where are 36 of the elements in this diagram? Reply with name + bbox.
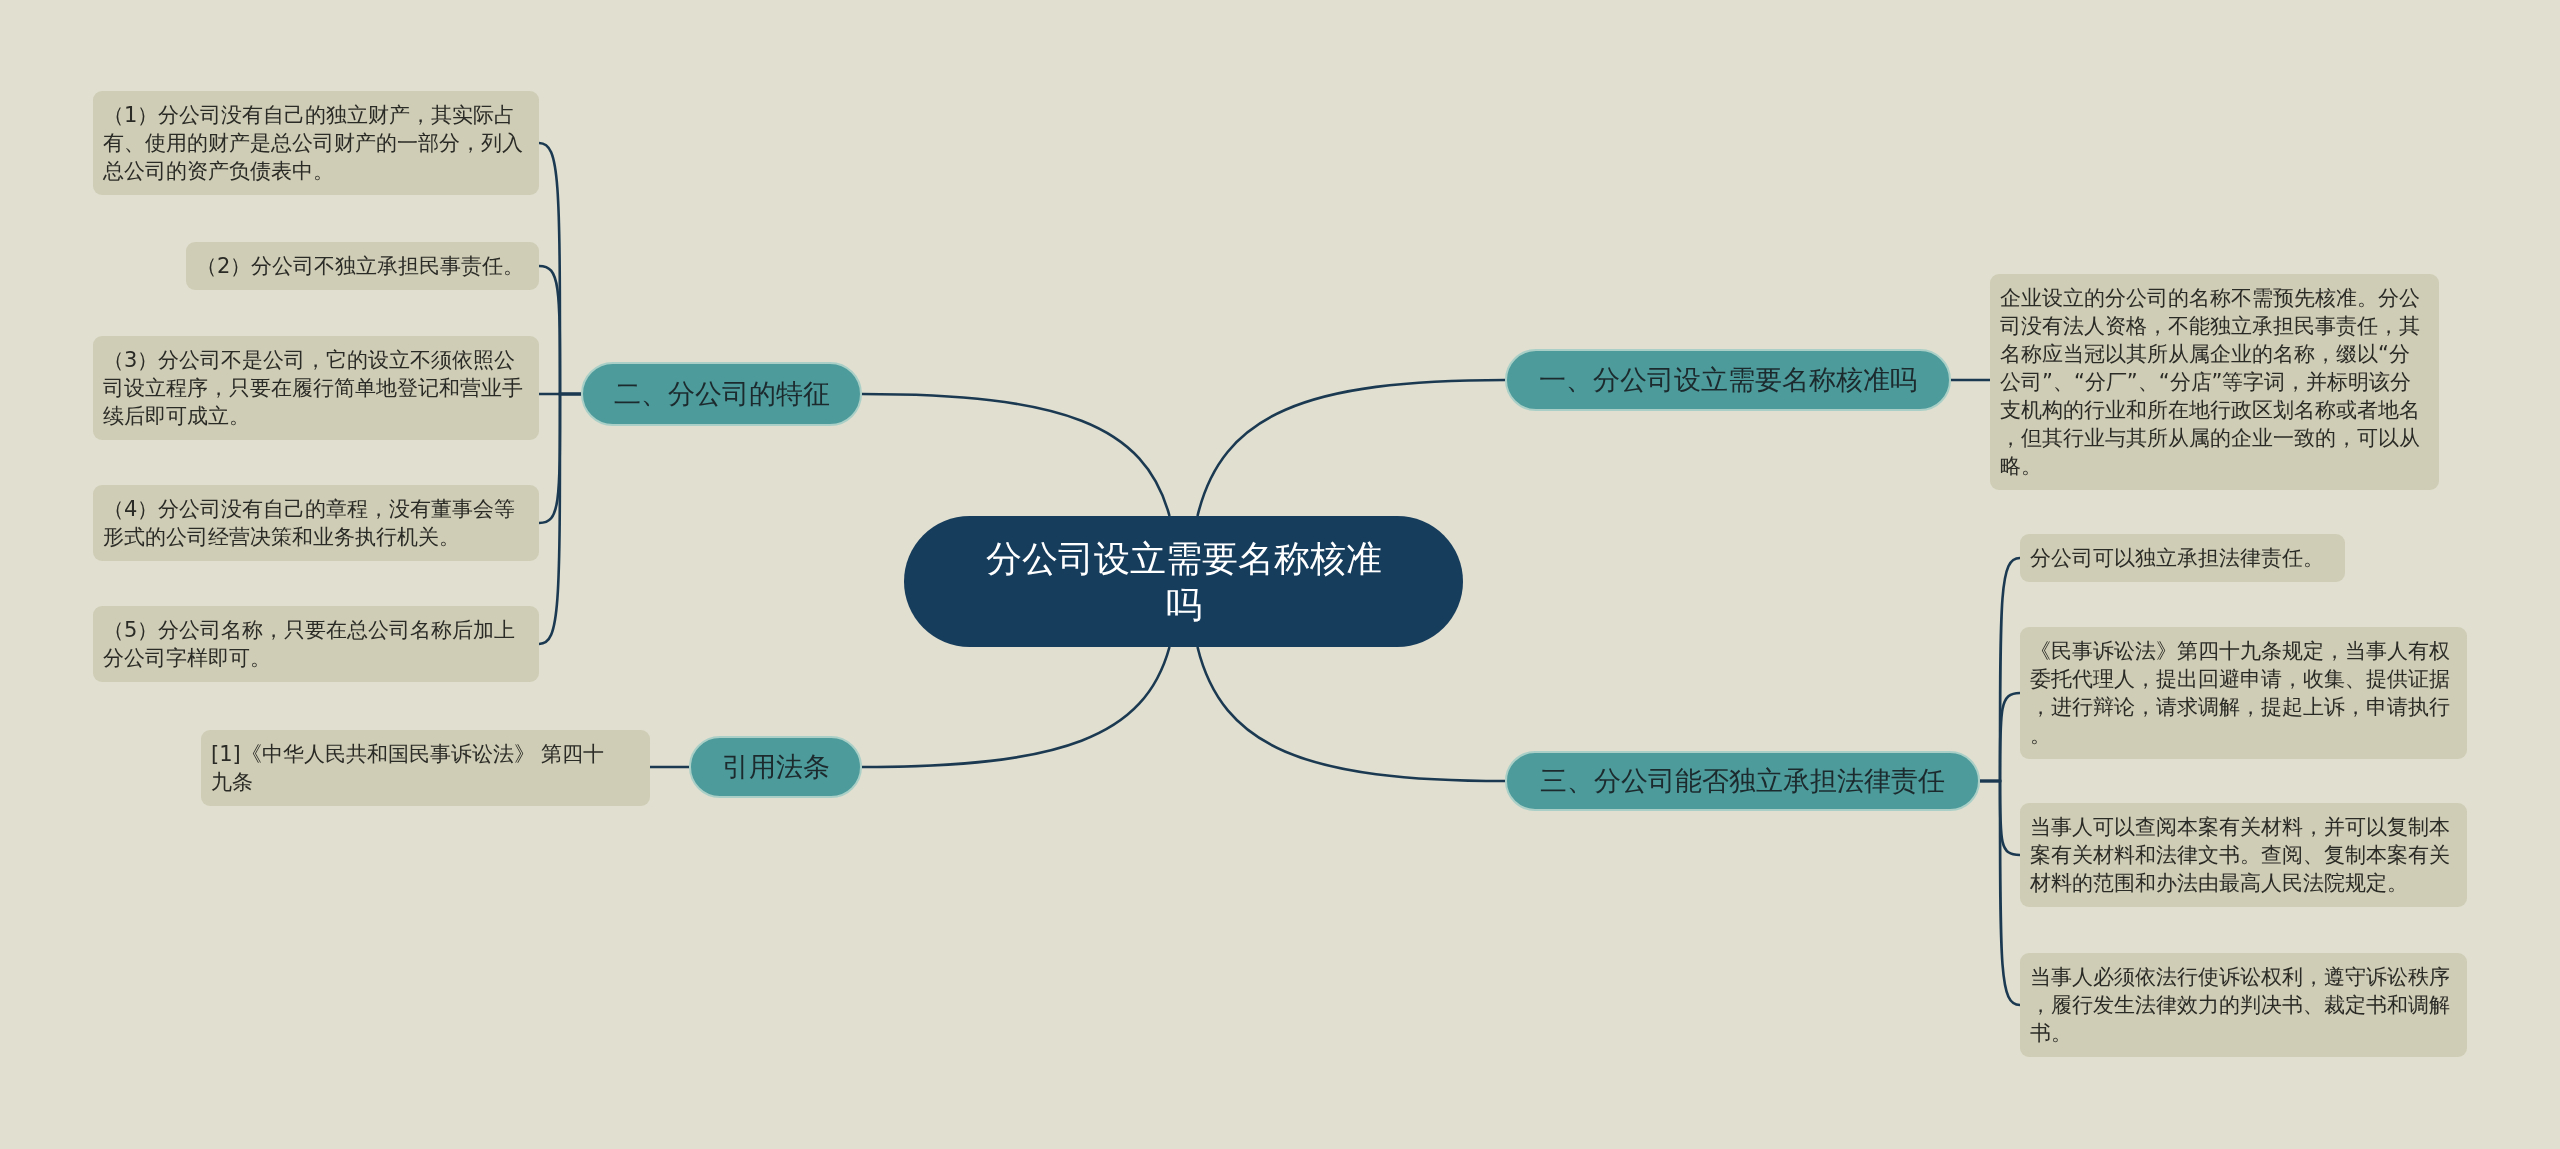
note-text: （2）分公司不独立承担民事责任。 [196,253,526,280]
branch-topic-text: 二、分公司的特征 [613,377,830,411]
note-text: [1]《中华人民共和国民事诉讼法》 第四十九条 [211,741,606,796]
note-text: （5）分公司名称，只要在总公司名称后加上分公司字样即可。 [103,617,517,672]
connector-line [862,646,1171,769]
note-text: 分公司可以独立承担法律责任。 [2030,545,2325,572]
note-card [93,485,539,561]
connector-line [1951,378,1990,382]
note-card [2020,534,2345,582]
connector-line [1196,646,1506,783]
note-text: （1）分公司没有自己的独立财产，其实际占有、使用的财产是总公司财产的一部分，列入总公司的资产负债表中。 [103,102,524,185]
note-card [186,242,539,290]
note-text: （3）分公司不是公司，它的设立不须依照公司设立程序，只要在履行简单地登记和营业手续后即可成立。 [103,347,524,430]
note-card [93,91,539,195]
note-text: 当事人可以查阅本案有关材料，并可以复制本案有关材料和法律文书。查阅、复制本案有关材料的范围和办法由最高人民法院规定。 [2030,814,2451,897]
note-text: 企业设立的分公司的名称不需预先核准。分公司没有法人资格，不能独立承担民事责任，其名称应当冠以其所从属企业的名称，缀以“分公司”、“分厂”、“分店”等字词，并标明该分支机构的行业和所在地行政区划名称或者地名，但其行业与其所从属的企业一致的，可以从略。 [2000,285,2421,480]
note-text: 当事人必须依法行使诉讼权利，遵守诉讼秩序，履行发生法律效力的判决书、裁定书和调解书。 [2030,964,2451,1047]
branch-topic-text: 三、分公司能否独立承担法律责任 [1540,764,1945,798]
connector-line [1980,779,2021,1007]
note-card [93,606,539,682]
branch-topic-text: 引用法条 [721,750,830,784]
note-card [201,730,650,806]
central-topic-text: 分公司设立需要名称核准吗 [984,536,1383,627]
note-card [1990,274,2439,490]
note-card [93,336,539,440]
note-card [2020,627,2467,759]
note-card [2020,803,2467,907]
connector-line [862,392,1171,517]
branch-topic-text: 一、分公司设立需要名称核准吗 [1539,363,1917,397]
note-text: 《民事诉讼法》第四十九条规定，当事人有权委托代理人，提出回避申请，收集、提供证据，进行辩论，请求调解，提起上诉，申请执行。 [2030,638,2451,749]
note-card [2020,953,2467,1057]
connector-line [1196,378,1506,517]
connector-line [538,392,581,646]
connector-line [650,765,689,769]
note-text: （4）分公司没有自己的章程，没有董事会等形式的公司经营决策和业务执行机关。 [103,496,517,551]
branch-topic [1505,751,1980,811]
